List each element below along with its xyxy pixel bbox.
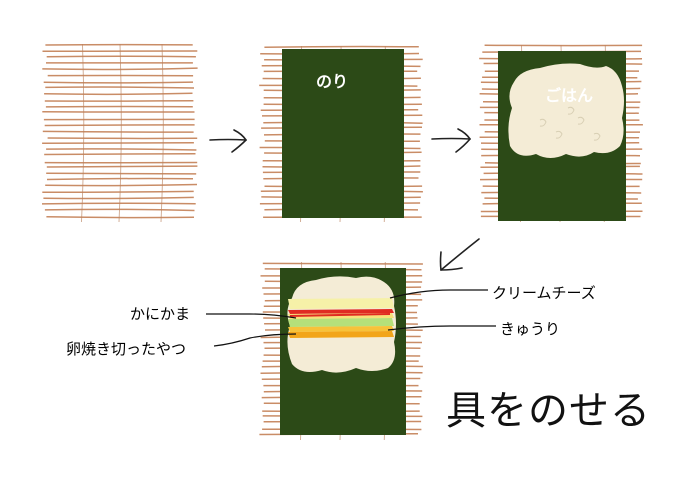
arrow-right-1	[210, 130, 246, 152]
label-kyuuri: きゅうり	[500, 318, 560, 339]
mat-slat	[44, 93, 192, 94]
label-kanikama: かにかま	[130, 303, 190, 324]
mat-slat	[42, 191, 193, 192]
bamboo-mat-with-fillings	[259, 262, 423, 440]
mat-string	[82, 44, 84, 222]
mat-slat	[47, 166, 198, 167]
mat-slat	[42, 143, 194, 144]
step-label-rice: ごはん	[545, 82, 593, 106]
label-tamagoyaki: 卵焼き切ったやつ	[66, 338, 186, 359]
mat-slat	[44, 82, 193, 83]
bamboo-mat-with-rice	[479, 45, 643, 222]
mat-slat	[47, 179, 193, 180]
mat-slat	[47, 56, 196, 57]
mat-slat	[42, 203, 196, 204]
tamagoyaki-strip	[288, 326, 394, 332]
mat-slat	[44, 154, 195, 155]
arrow-down-left	[441, 239, 480, 270]
label-cream-cheese: クリームチーズ	[492, 282, 596, 303]
cream-cheese-strip	[288, 298, 394, 309]
arrow-right-2	[432, 129, 470, 152]
mat-slat	[263, 263, 423, 264]
bamboo-mat-plain	[42, 44, 198, 222]
cucumber-strip	[288, 318, 394, 327]
mat-slat	[43, 131, 194, 132]
mat-string	[119, 44, 121, 222]
mat-slat	[43, 197, 193, 198]
step-label-nori: のり	[316, 68, 348, 92]
mat-slat	[45, 185, 197, 186]
tamagoyaki-strip	[288, 331, 394, 338]
mat-slat	[46, 217, 194, 218]
rice-layer	[508, 64, 624, 159]
mat-slat	[42, 68, 197, 69]
mat-slat	[45, 125, 195, 126]
caption-handwritten: 具をのせる	[446, 378, 651, 436]
mat-slat	[45, 87, 194, 88]
mat-string	[161, 44, 163, 222]
mat-slat	[264, 47, 418, 48]
mat-slat	[46, 173, 196, 174]
